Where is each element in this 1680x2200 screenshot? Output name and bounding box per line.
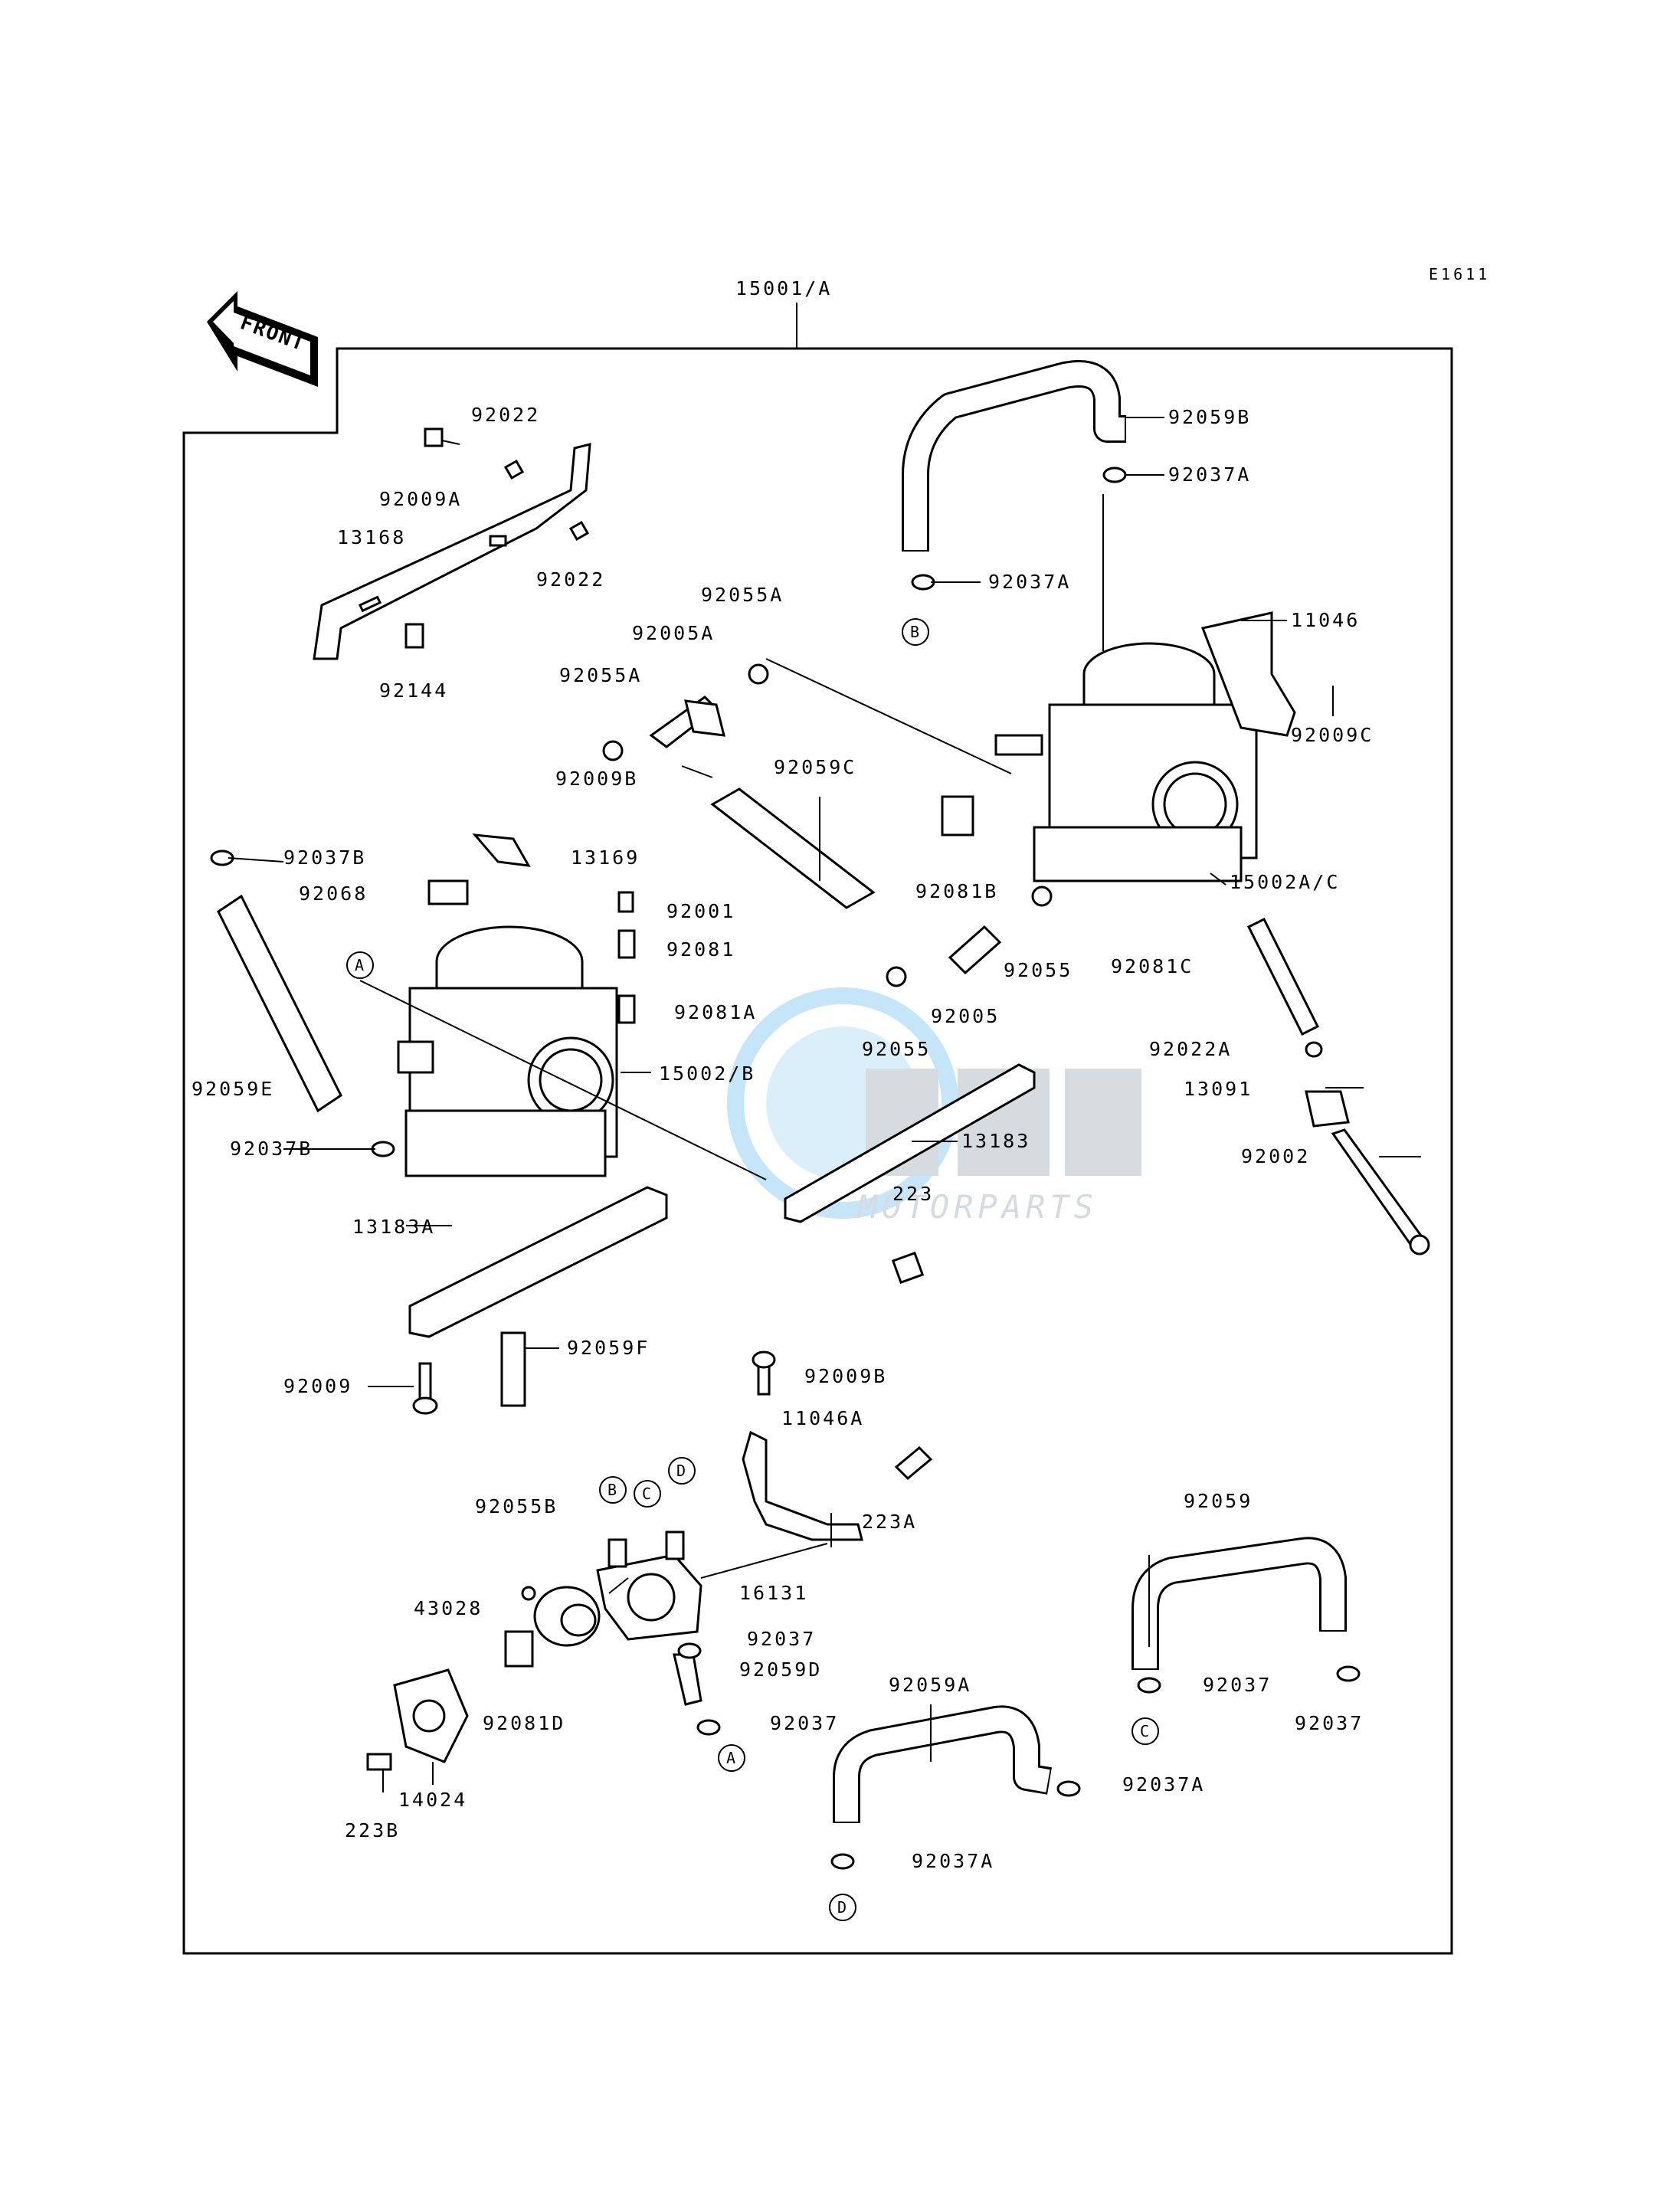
label-92002: 92002 — [1241, 1145, 1310, 1167]
watermark: MOTORPARTS — [727, 987, 1141, 1226]
label-16131: 16131 — [739, 1582, 808, 1604]
label-92009B-top: 92009B — [555, 768, 638, 790]
label-92005: 92005 — [931, 1005, 1000, 1027]
marker-C-cock: C — [634, 1480, 661, 1508]
leader-lines — [228, 417, 1421, 1792]
label-assembly: 15001/A — [735, 277, 832, 300]
svg-text:B: B — [910, 623, 919, 641]
label-92009C: 92009C — [1291, 724, 1374, 746]
svg-text:A: A — [726, 1749, 735, 1767]
label-92055-right: 92055 — [1004, 959, 1073, 981]
plate-13183 — [784, 1063, 1036, 1223]
label-92059C: 92059C — [774, 756, 856, 778]
svg-text:D: D — [837, 1898, 847, 1917]
label-92037A-mid: 92037A — [988, 571, 1071, 593]
label-92037-d: 92037 — [1295, 1712, 1364, 1734]
label-92059F: 92059F — [567, 1337, 650, 1359]
plate-13183A — [408, 1186, 668, 1338]
label-92037B-top: 92037B — [283, 846, 366, 869]
label-92009: 92009 — [283, 1375, 352, 1397]
marker-D-bottom: D — [829, 1894, 856, 1921]
carburetor-left — [397, 925, 618, 1177]
marker-B-cock: B — [599, 1476, 627, 1504]
label-92081: 92081 — [666, 938, 735, 961]
part-labels: 92022 92009A 13168 92022 92144 92055A 92… — [192, 404, 1374, 1872]
label-14024: 14024 — [398, 1789, 467, 1811]
label-92055A-mid: 92055A — [559, 664, 642, 686]
label-13168: 13168 — [337, 526, 406, 548]
label-92055B: 92055B — [475, 1495, 558, 1517]
label-92081D: 92081D — [483, 1712, 565, 1734]
label-92022A: 92022A — [1149, 1038, 1232, 1060]
svg-text:C: C — [1140, 1722, 1149, 1740]
marker-A-left: A — [346, 951, 374, 979]
label-15002AC: 15002A/C — [1230, 871, 1340, 893]
svg-text:B: B — [607, 1481, 617, 1499]
label-92037-b: 92037 — [770, 1712, 839, 1734]
label-223B: 223B — [345, 1819, 400, 1842]
svg-text:D: D — [676, 1462, 686, 1480]
assembly-frame — [182, 347, 1453, 1955]
label-92144: 92144 — [379, 679, 448, 702]
marker-B-top: B — [902, 618, 929, 646]
label-92081B: 92081B — [915, 880, 998, 902]
label-92081A: 92081A — [674, 1001, 757, 1023]
marker-D-cock: D — [668, 1457, 696, 1485]
marker-C-right: C — [1131, 1717, 1159, 1745]
label-11046A: 11046A — [781, 1407, 864, 1429]
label-92059: 92059 — [1184, 1490, 1253, 1512]
label-92059E: 92059E — [192, 1078, 274, 1100]
label-92022-b: 92022 — [536, 568, 605, 591]
label-43028: 43028 — [414, 1597, 483, 1619]
label-92037A-top: 92037A — [1168, 463, 1251, 486]
carburetor-right — [994, 611, 1296, 882]
label-92059D: 92059D — [739, 1658, 822, 1681]
svg-text:A: A — [355, 956, 364, 974]
label-92055-center: 92055 — [862, 1038, 931, 1060]
label-92081C: 92081C — [1111, 955, 1194, 977]
label-11046: 11046 — [1291, 609, 1360, 631]
label-92005A: 92005A — [632, 622, 715, 644]
label-92037B-low: 92037B — [230, 1138, 313, 1160]
bracket-13168 — [313, 443, 591, 660]
diagram-code: E1611 — [1429, 265, 1490, 283]
label-223: 223 — [892, 1183, 934, 1205]
label-13091: 13091 — [1184, 1078, 1253, 1100]
watermark-brand: MOTORPARTS — [856, 1188, 1098, 1226]
label-92001: 92001 — [666, 900, 735, 922]
label-92009A: 92009A — [379, 488, 462, 510]
label-92037-c: 92037 — [1203, 1674, 1272, 1696]
marker-A-bottom: A — [718, 1744, 745, 1772]
label-13183A: 13183A — [352, 1216, 435, 1238]
label-92037A-bottom: 92037A — [912, 1850, 994, 1872]
label-13183: 13183 — [961, 1130, 1030, 1152]
label-92009B-low: 92009B — [804, 1365, 887, 1387]
label-92037A-right: 92037A — [1122, 1773, 1205, 1796]
label-92059B: 92059B — [1168, 406, 1251, 428]
front-arrow-icon: FRONT — [207, 291, 318, 387]
label-92037-a: 92037 — [747, 1628, 816, 1650]
label-15002B: 15002/B — [659, 1062, 755, 1085]
svg-text:C: C — [642, 1485, 651, 1503]
label-92068: 92068 — [299, 882, 368, 905]
label-13169: 13169 — [571, 846, 640, 869]
label-223A: 223A — [862, 1511, 917, 1533]
label-92059A: 92059A — [889, 1674, 971, 1696]
label-92055A-top: 92055A — [701, 584, 784, 606]
label-92022-a: 92022 — [471, 404, 540, 426]
